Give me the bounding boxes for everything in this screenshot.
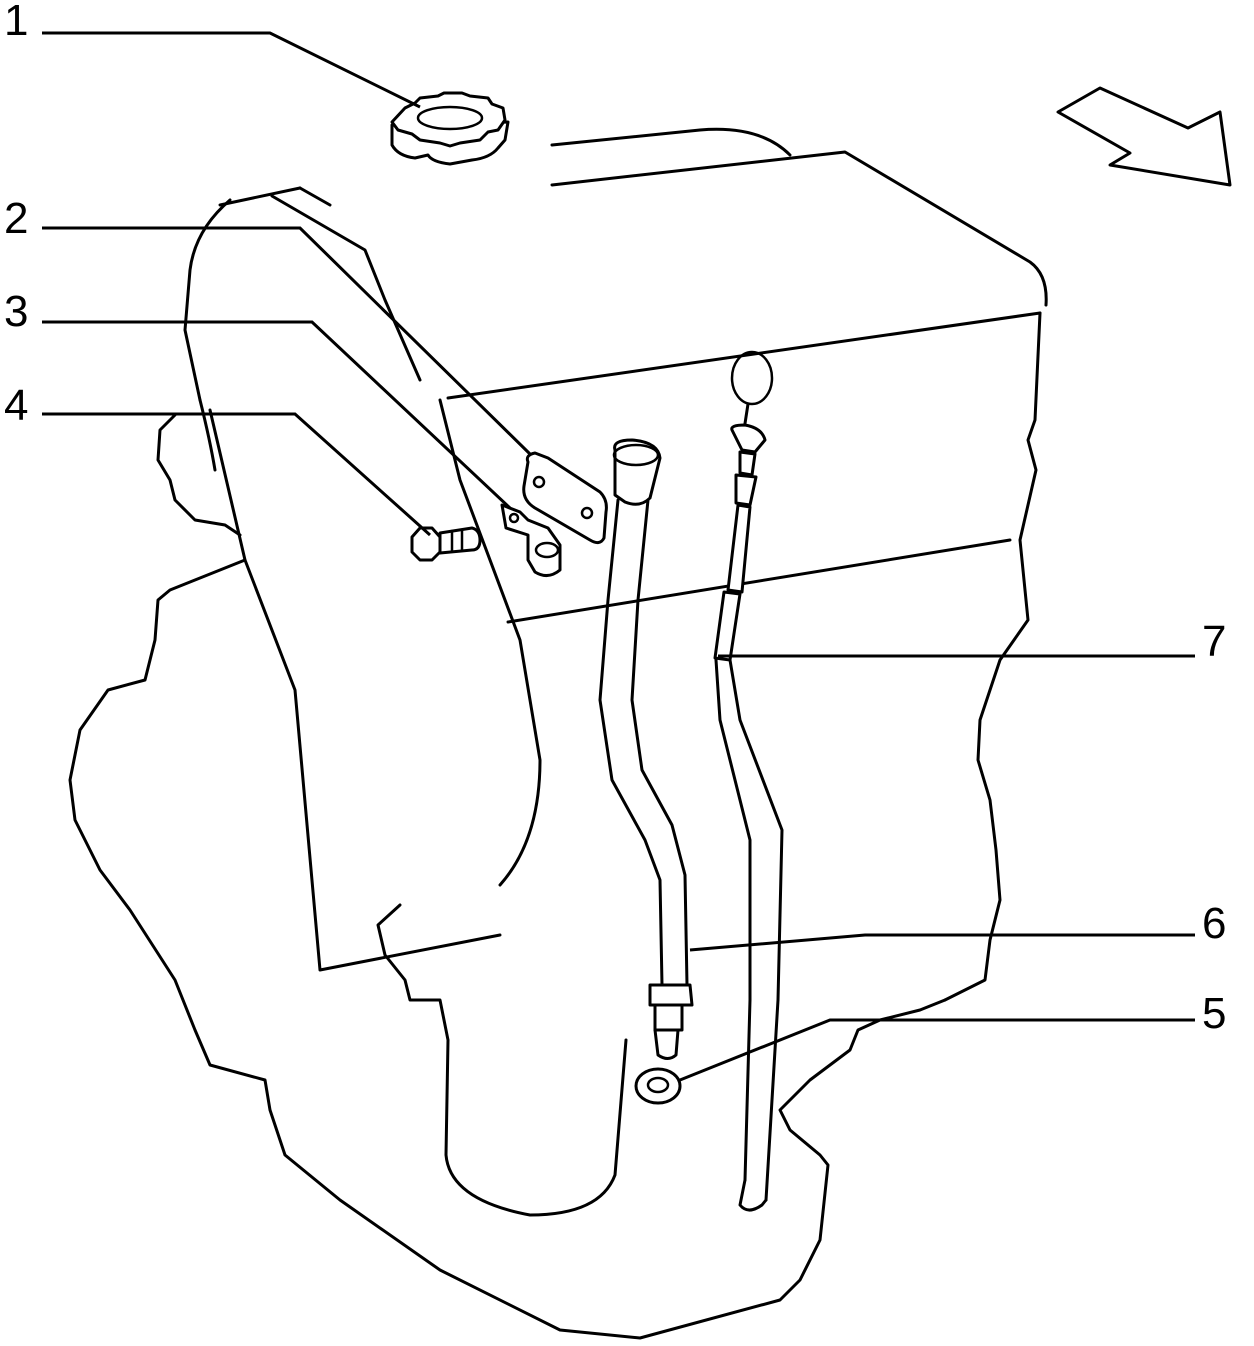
dipstick-guide-tube [598,438,694,1060]
leader-6 [689,933,1195,952]
leader-4 [42,412,432,537]
callout-numbers: 1 2 3 4 7 6 5 [4,0,1226,1038]
bolt [410,526,482,562]
engine-block-outline [68,127,1048,1340]
callout-number-1: 1 [4,0,28,45]
callout-number-2: 2 [4,194,28,243]
leader-5 [679,1018,1195,1082]
callout-number-7: 7 [1202,617,1226,666]
travel-direction-arrow [1056,86,1232,187]
leader-2 [42,226,532,456]
callout-number-4: 4 [4,381,28,430]
callout-leaders [42,31,1195,1082]
tube-clamp [500,503,562,577]
leader-3 [42,320,512,510]
callout-number-6: 6 [1202,899,1226,948]
seal-ring [634,1067,682,1105]
leader-1 [42,31,421,109]
mounting-plate [522,451,608,545]
callout-number-5: 5 [1202,989,1226,1038]
oil-filler-cap [390,91,510,166]
oil-dipstick [713,350,784,1212]
callout-number-3: 3 [4,287,28,336]
